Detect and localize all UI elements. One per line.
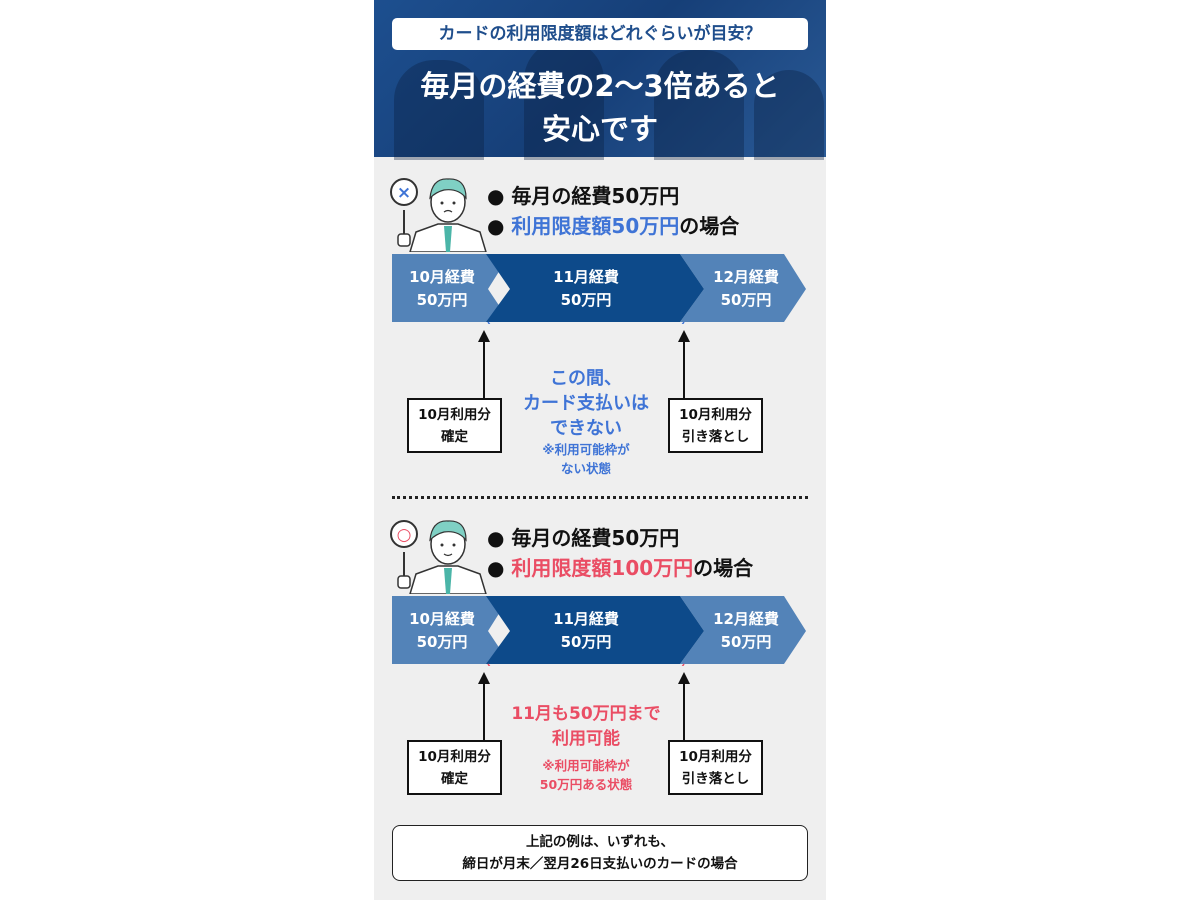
month-12-label: 12月経費 50万円: [696, 266, 796, 312]
confirm-box: 10月利用分確定: [407, 398, 502, 453]
month-12-label: 12月経費 50万円: [696, 608, 796, 654]
arrow-up-icon: [478, 330, 490, 342]
footer-line-1: 上記の例は、いずれも、: [525, 834, 675, 850]
box-line: 引き落とし: [681, 429, 750, 445]
month-11-arrow: [486, 254, 704, 322]
month-10-arrow: [392, 254, 510, 322]
cross-mark-icon: ×: [397, 183, 411, 203]
month-amount: 50万円: [560, 291, 612, 309]
title-line-2: 安心です: [541, 112, 658, 146]
message-line: この間、: [550, 368, 622, 389]
month-amount: 50万円: [560, 633, 612, 651]
month-12-arrow: [680, 596, 806, 664]
month-name: 11月経費: [553, 610, 619, 628]
circle-mark-icon: ○: [397, 525, 412, 545]
month-11-label: 11月経費 50万円: [536, 608, 636, 654]
note-line: ※利用可能枠が: [542, 442, 630, 457]
bullet-mark: ●: [487, 556, 512, 580]
divider: [392, 496, 808, 499]
box-line: 10月利用分: [418, 749, 491, 765]
month-amount: 50万円: [720, 633, 772, 651]
pointer-arrows: [478, 672, 690, 740]
box-line: 引き落とし: [681, 771, 750, 787]
month-name: 10月経費: [409, 268, 475, 286]
month-name: 12月経費: [713, 610, 779, 628]
message-line: 11月も50万円まで: [511, 704, 661, 724]
note-line: ※利用可能枠が: [542, 758, 630, 773]
period-bracket: [487, 663, 685, 666]
infographic: カードの利用限度額はどれぐらいが目安？ 毎月の経費の2〜3倍あると 安心です ×…: [374, 0, 826, 900]
period-message: 11月も50万円まで利用可能: [486, 702, 686, 752]
month-name: 10月経費: [409, 610, 475, 628]
availability-note: ※利用可能枠がない状態: [486, 440, 686, 478]
box-line: 10月利用分: [679, 407, 752, 423]
debit-box: 10月利用分引き落とし: [668, 740, 763, 795]
month-name: 11月経費: [553, 268, 619, 286]
month-amount: 50万円: [720, 291, 772, 309]
bullet-credit-limit: ● 利用限度額100万円の場合: [487, 552, 753, 581]
box-line: 10月利用分: [418, 407, 491, 423]
availability-note: ※利用可能枠が 50万円ある状態: [486, 756, 686, 794]
note-line: 50万円ある状態: [539, 777, 633, 792]
month-10-label: 10月経費 50万円: [392, 608, 492, 654]
month-amount: 50万円: [416, 633, 468, 651]
message-line: 利用可能: [552, 729, 620, 749]
bullet-monthly-expense: ● 毎月の経費50万円: [487, 184, 680, 208]
credit-limit-highlight: 利用限度額50万円: [511, 214, 680, 238]
header-banner: カードの利用限度額はどれぐらいが目安？ 毎月の経費の2〜3倍あると 安心です: [374, 0, 826, 160]
arrow-up-icon: [678, 330, 690, 342]
pointer-arrows: [478, 330, 690, 398]
box-line: 確定: [441, 771, 468, 787]
credit-limit-highlight: 利用限度額100万円: [511, 556, 694, 580]
arrow-up-icon: [478, 672, 490, 684]
month-12-arrow: [680, 254, 806, 322]
bullet-suffix: の場合: [679, 214, 740, 238]
bullet-mark: ●: [487, 214, 512, 238]
month-11-label: 11月経費 50万円: [536, 266, 636, 312]
month-name: 12月経費: [713, 268, 779, 286]
bullet-monthly-expense: ● 毎月の経費50万円: [487, 526, 680, 550]
month-11-arrow: [486, 596, 704, 664]
question-label: カードの利用限度額はどれぐらいが目安？: [392, 18, 808, 50]
month-timeline: [392, 596, 806, 666]
box-line: 確定: [441, 429, 468, 445]
bullet-credit-limit: ● 利用限度額50万円の場合: [487, 210, 739, 239]
footer-note: 上記の例は、いずれも、 締日が月末／翌月26日支払いのカードの場合: [392, 825, 808, 881]
month-10-arrow: [392, 596, 510, 664]
month-timeline: [392, 254, 806, 324]
month-amount: 50万円: [416, 291, 468, 309]
bullet-suffix: の場合: [693, 556, 754, 580]
note-line: ない状態: [560, 461, 611, 476]
debit-box: 10月利用分引き落とし: [668, 398, 763, 453]
confirm-box: 10月利用分確定: [407, 740, 502, 795]
footer-line-2: 締日が月末／翌月26日支払いのカードの場合: [462, 856, 738, 872]
month-10-label: 10月経費 50万円: [392, 266, 492, 312]
arrow-up-icon: [678, 672, 690, 684]
period-bracket: [487, 321, 685, 324]
title-line-1: 毎月の経費の2〜3倍あると: [420, 69, 780, 103]
reject-person-illustration: ×: [390, 178, 487, 252]
box-line: 10月利用分: [679, 749, 752, 765]
approve-person-illustration: ○: [390, 520, 487, 594]
message-line: カード支払いは: [523, 393, 649, 414]
period-message: この間、カード支払いはできない: [486, 366, 686, 441]
message-line: できない: [550, 418, 622, 439]
